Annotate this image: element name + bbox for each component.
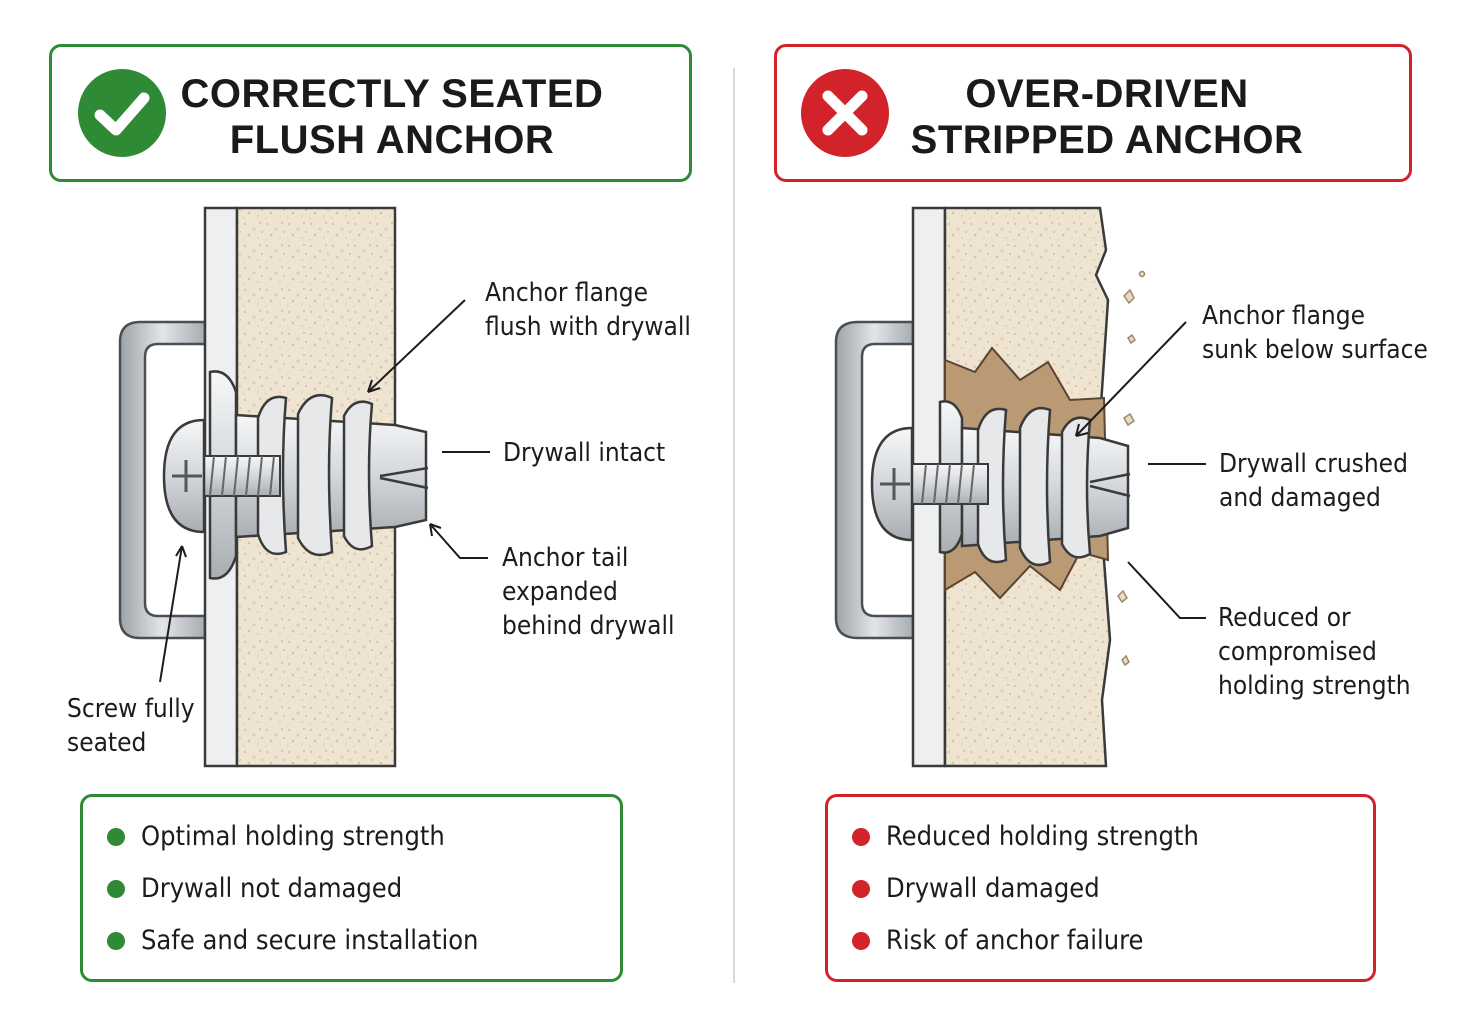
list-item: Drywall not damaged <box>83 863 620 915</box>
left-title: CORRECTLY SEATED FLUSH ANCHOR <box>180 72 604 162</box>
debris <box>1123 288 1135 305</box>
right-callout-flange: Anchor flange sunk below surface <box>1202 301 1428 365</box>
right-header: OVER-DRIVEN STRIPPED ANCHOR <box>774 44 1412 182</box>
left-callout-flange: Anchor flange flush with drywall <box>485 278 691 342</box>
right-leader-flange <box>1075 321 1187 437</box>
bullet-dot-icon <box>852 828 870 846</box>
list-item: Safe and secure installation <box>83 915 620 967</box>
left-anchor-thread <box>296 394 334 557</box>
bullet-dot-icon <box>107 828 125 846</box>
right-illustration <box>834 206 1206 768</box>
debris <box>1138 270 1146 278</box>
right-leader-strength <box>1127 561 1206 619</box>
debris <box>1123 412 1135 427</box>
left-anchor-thread <box>342 400 374 551</box>
debris <box>1121 654 1130 667</box>
panel-divider <box>733 68 735 983</box>
right-callout-strength: Reduced or compromised holding strength <box>1218 603 1411 701</box>
right-anchor-thread <box>976 407 1008 564</box>
right-title: OVER-DRIVEN STRIPPED ANCHOR <box>910 72 1304 162</box>
list-item: Risk of anchor failure <box>828 915 1373 967</box>
bullet-dot-icon <box>107 880 125 898</box>
left-callout-screw: Screw fully seated <box>67 694 195 758</box>
left-leader-tail <box>429 523 488 559</box>
bullet-dot-icon <box>852 880 870 898</box>
bullet-dot-icon <box>107 932 125 950</box>
list-item: Reduced holding strength <box>828 811 1373 863</box>
right-anchor-thread <box>1060 416 1092 559</box>
left-leader-screw <box>159 545 183 683</box>
list-item: Optimal holding strength <box>83 811 620 863</box>
bullet-dot-icon <box>852 932 870 950</box>
right-callout-crushed: Drywall crushed and damaged <box>1219 449 1408 513</box>
check-icon <box>78 69 166 157</box>
x-icon <box>801 69 889 157</box>
debris <box>1127 333 1136 345</box>
right-anchor-thread <box>1018 406 1052 567</box>
list-item: Drywall damaged <box>828 863 1373 915</box>
left-header: CORRECTLY SEATED FLUSH ANCHOR <box>49 44 692 182</box>
left-callout-intact: Drywall intact <box>503 438 666 468</box>
right-summary: Reduced holding strength Drywall damaged… <box>825 794 1376 982</box>
left-summary: Optimal holding strength Drywall not dam… <box>80 794 623 982</box>
debris <box>1117 589 1128 604</box>
left-illustration <box>118 206 490 768</box>
left-leader-flange <box>367 299 466 393</box>
left-callout-tail: Anchor tail expanded behind drywall <box>502 543 675 641</box>
